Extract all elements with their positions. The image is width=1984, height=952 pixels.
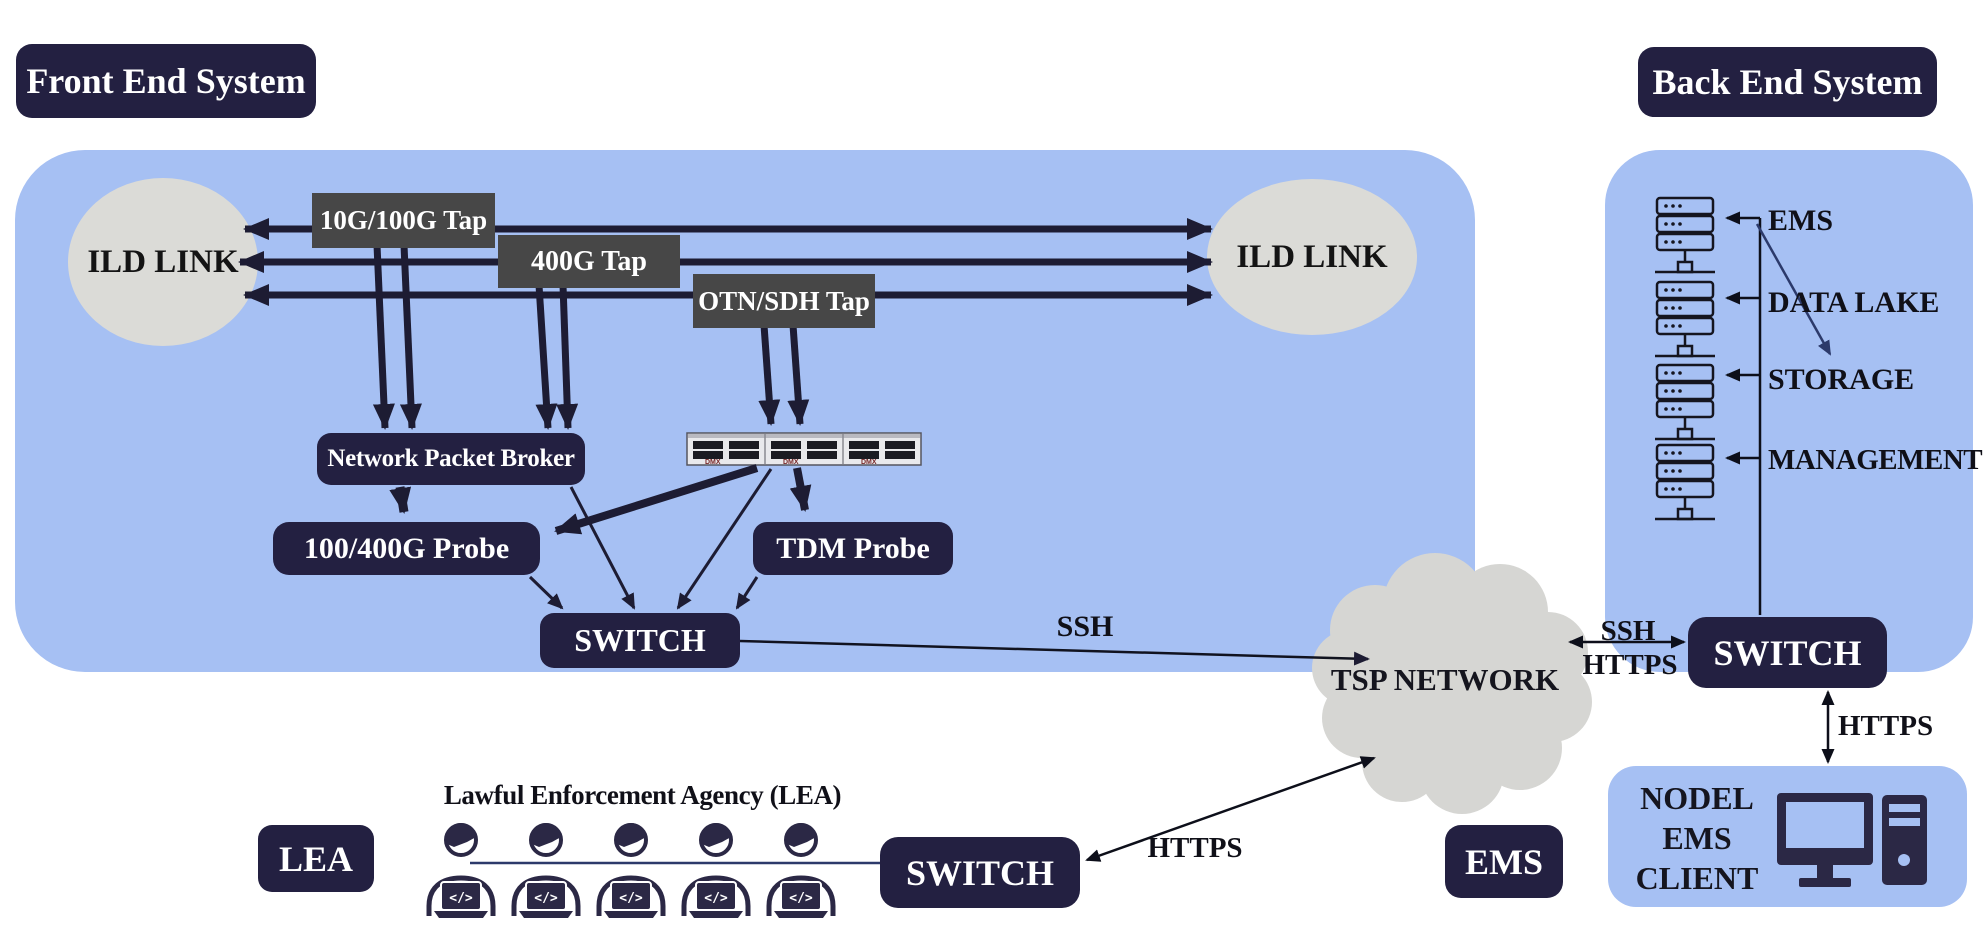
client-line-1: NODEL	[1640, 780, 1754, 816]
front-switch: SWITCH	[540, 613, 740, 668]
server-label-data-lake: DATA LAKE	[1768, 286, 1940, 319]
lea-badge: LEA	[258, 825, 374, 892]
nodel-ems-client-text: NODEL EMS CLIENT	[1622, 778, 1772, 898]
svg-text:</>: </>	[789, 891, 813, 906]
https-client-label: HTTPS	[1838, 710, 1934, 742]
ild-link-right-label: ILD LINK	[1236, 238, 1388, 275]
backend-bus	[1725, 211, 1762, 615]
back-switch: SWITCH	[1688, 617, 1887, 688]
https-back-label: HTTPS	[1582, 648, 1678, 681]
lea-switch: SWITCH	[880, 837, 1080, 908]
lea-person-icon: </>	[766, 822, 836, 918]
dmx-patch-panel: DMX DMX DMX	[686, 432, 922, 466]
lea-person-icon: </>	[426, 822, 496, 918]
server-icon-ems	[1655, 196, 1715, 274]
tsp-network-cloud	[1312, 553, 1592, 814]
device-brand-label: DMX	[705, 459, 721, 466]
lea-person-icon: </>	[511, 822, 581, 918]
back-end-title: Back End System	[1638, 47, 1937, 117]
front-end-title: Front End System	[16, 44, 316, 118]
svg-text:</>: </>	[704, 891, 728, 906]
ssh-back-label: SSH	[1600, 614, 1656, 647]
network-packet-broker: Network Packet Broker	[317, 433, 585, 485]
https-lea-label: HTTPS	[1147, 831, 1243, 864]
lea-person-icon: </>	[596, 822, 666, 918]
svg-text:</>: </>	[449, 891, 473, 906]
probe-100-400g: 100/400G Probe	[273, 522, 540, 575]
tsp-network-label: TSP NETWORK	[1330, 662, 1560, 697]
ild-link-left-label: ILD LINK	[87, 243, 239, 280]
ssh-line	[739, 639, 1370, 666]
ild-link-right-ellipse	[1207, 179, 1417, 335]
server-icons	[1655, 196, 1715, 521]
lea-heading: Lawful Enforcement Agency (LEA)	[443, 779, 842, 810]
tap-drop-lines	[372, 244, 579, 430]
otn-tap-arrows	[758, 324, 810, 426]
back-end-container	[1605, 150, 1973, 672]
tap-10g-100g: 10G/100G Tap	[312, 193, 495, 248]
server-label-storage: STORAGE	[1768, 363, 1915, 396]
ems-storage-arrow	[1755, 223, 1832, 356]
https-lea-link	[1085, 756, 1376, 862]
ssh-front-label: SSH	[1056, 610, 1114, 643]
svg-text:</>: </>	[534, 891, 558, 906]
desktop-computer-icon	[1777, 793, 1927, 887]
device-brand-label: DMX	[861, 459, 877, 466]
switch-feed-lines	[528, 468, 773, 610]
ems-badge: EMS	[1445, 825, 1563, 898]
server-label-ems: EMS	[1768, 204, 1834, 237]
client-line-3: CLIENT	[1635, 860, 1759, 896]
server-icon-management	[1655, 443, 1715, 521]
server-icon-data-lake	[1655, 280, 1715, 358]
svg-text:</>: </>	[619, 891, 643, 906]
server-label-management: MANAGEMENT	[1768, 444, 1983, 476]
ild-link-left-ellipse	[68, 178, 258, 346]
tdm-probe: TDM Probe	[753, 522, 953, 575]
tap-400g: 400G Tap	[498, 235, 680, 288]
client-line-2: EMS	[1662, 820, 1732, 856]
lea-person-icon: </>	[681, 822, 751, 918]
device-brand-label: DMX	[783, 459, 799, 466]
tap-otn-sdh: OTN/SDH Tap	[693, 274, 875, 328]
server-icon-storage	[1655, 363, 1715, 441]
